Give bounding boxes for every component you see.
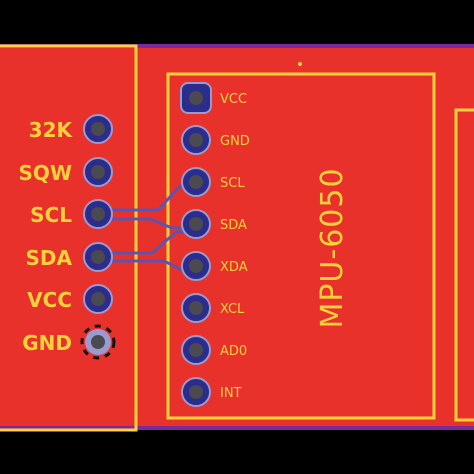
ground-pad-icon <box>80 324 116 360</box>
left-pin-label-scl: SCL <box>30 203 72 227</box>
right-pin-label-ad0: AD0 <box>220 344 247 359</box>
left-pin-label-vcc: VCC <box>27 288 72 312</box>
right-edge-outline <box>454 108 474 422</box>
fiducial-dot <box>298 62 302 66</box>
left-header: 32K SQW SCL SDA VCC GND <box>19 114 116 360</box>
right-pin-label-int: INT <box>220 386 242 401</box>
through-hole-pad-icon <box>83 157 113 187</box>
through-hole-pad-icon <box>181 209 211 239</box>
right-pin-label-gnd: GND <box>220 134 250 149</box>
right-pin-label-xda: XDA <box>220 260 248 275</box>
copper-pour <box>0 48 474 426</box>
chip-label: MPU-6050 <box>315 167 350 328</box>
through-hole-pad-icon <box>83 284 113 314</box>
through-hole-pad-icon <box>181 377 211 407</box>
through-hole-pad-icon <box>181 125 211 155</box>
left-pin-label-32k: 32K <box>29 118 74 142</box>
right-pin-label-scl: SCL <box>220 176 245 191</box>
left-pin-label-sda: SDA <box>26 246 73 270</box>
right-pin-label-sda: SDA <box>220 218 247 233</box>
through-hole-pad-icon <box>83 199 113 229</box>
right-header: VCC GND SCL SDA XDA XCL AD0 INT <box>180 82 250 407</box>
through-hole-pad-icon <box>181 293 211 323</box>
left-pin-label-sqw: SQW <box>19 161 72 185</box>
chip-module-outline <box>166 72 436 420</box>
left-pin-label-gnd: GND <box>22 331 72 355</box>
through-hole-pad-icon <box>83 114 113 144</box>
right-pin-label-vcc: VCC <box>220 92 247 107</box>
left-module-outline <box>0 44 138 432</box>
square-pad-icon <box>180 82 212 114</box>
through-hole-pad-icon <box>181 335 211 365</box>
through-hole-pad-icon <box>83 242 113 272</box>
through-hole-pad-icon <box>181 167 211 197</box>
through-hole-pad-icon <box>181 251 211 281</box>
right-pin-label-xcl: XCL <box>220 302 245 317</box>
